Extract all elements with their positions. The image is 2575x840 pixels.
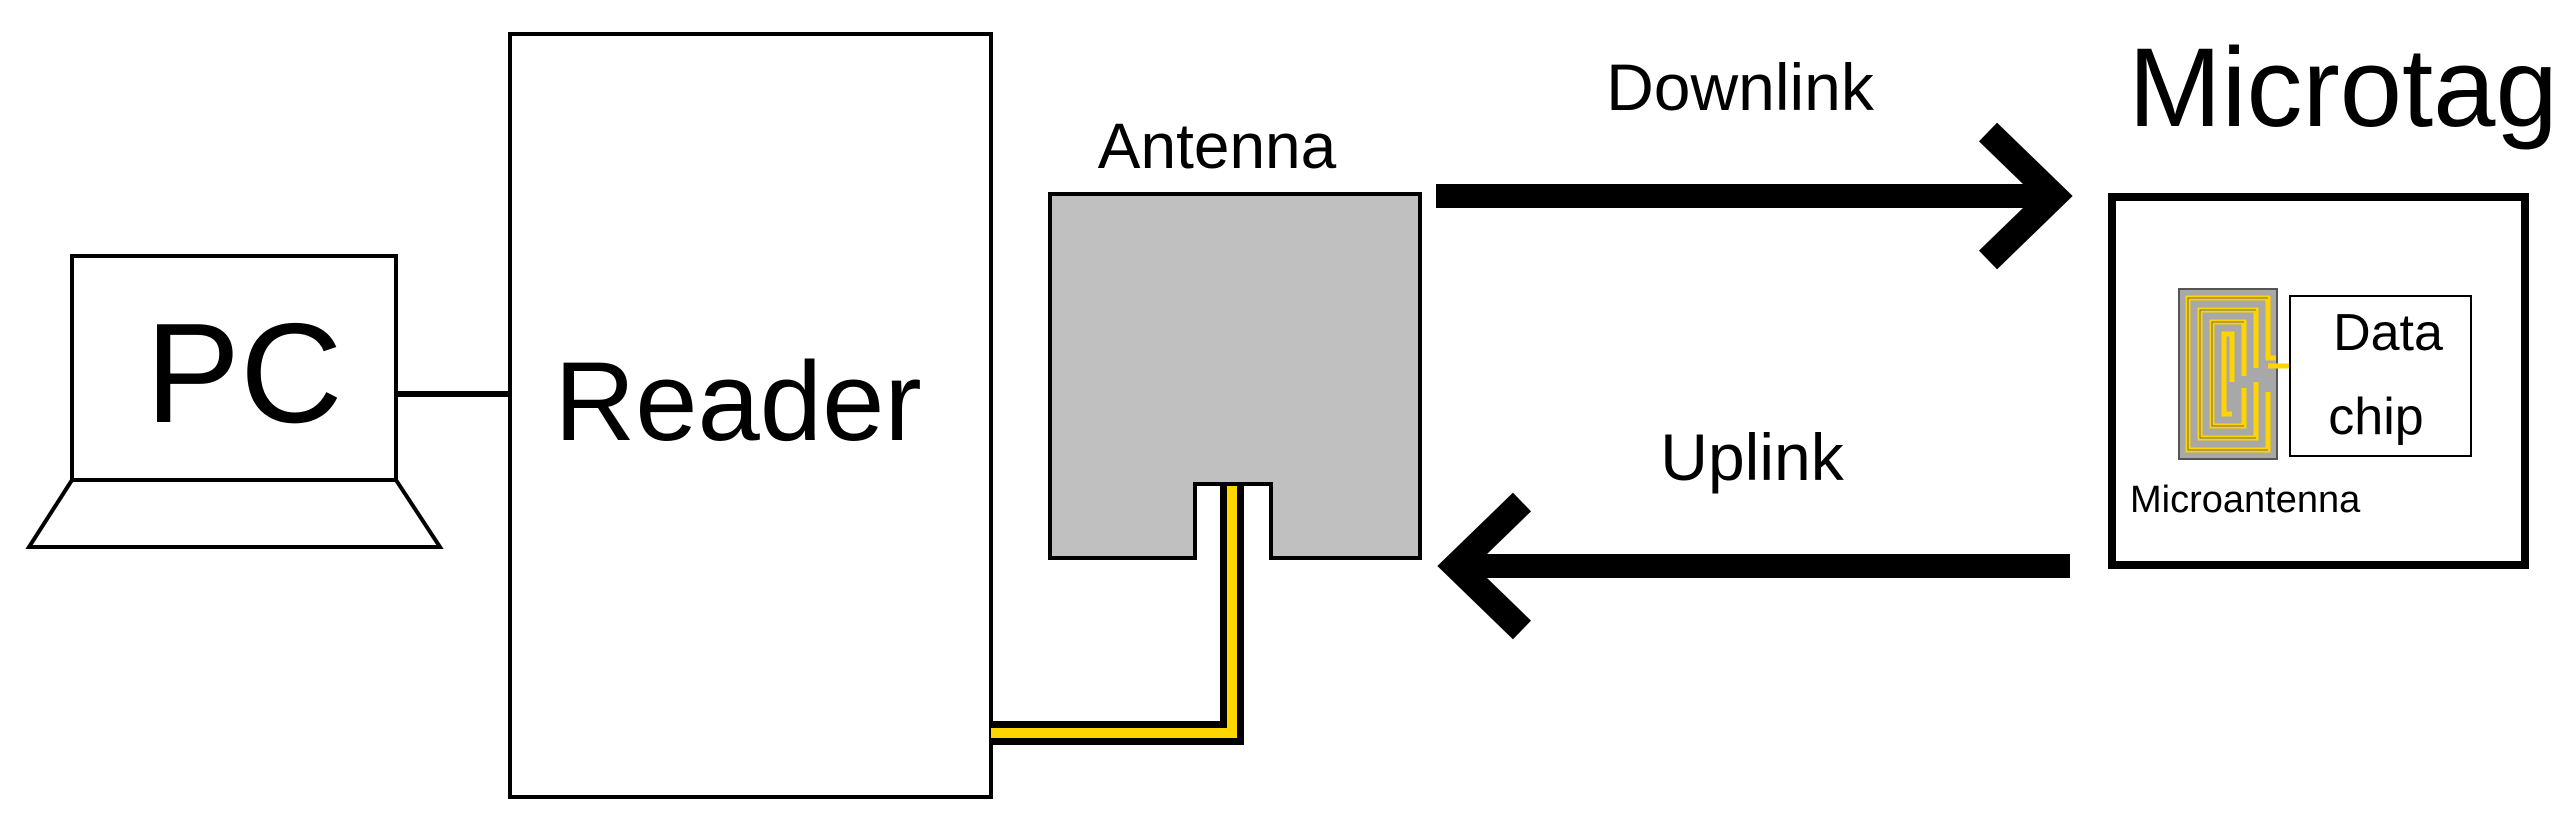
uplink-arrow: Uplink bbox=[1437, 420, 2070, 640]
antenna-body bbox=[1048, 192, 1422, 560]
reader-label: Reader bbox=[554, 339, 921, 464]
downlink-arrowhead bbox=[1978, 122, 2073, 270]
downlink-arrow: Downlink bbox=[1436, 50, 2073, 270]
uplink-label: Uplink bbox=[1660, 420, 1844, 494]
microtag-label: Microtag bbox=[2128, 25, 2557, 150]
microantenna: Microantenna bbox=[2130, 288, 2361, 521]
data-chip-box bbox=[2289, 295, 2472, 457]
microtag: Microtag Microantenna Data chip bbox=[2108, 25, 2558, 569]
data-chip: Data chip bbox=[2289, 295, 2472, 457]
downlink-label: Downlink bbox=[1606, 50, 1875, 124]
pc-label: PC bbox=[145, 294, 342, 453]
microantenna-substrate bbox=[2178, 288, 2278, 460]
antenna-label: Antenna bbox=[1098, 110, 1337, 182]
pc-keyboard-base bbox=[25, 478, 444, 549]
data-chip-line1: Data bbox=[2333, 304, 2443, 362]
microantenna-coil-edges bbox=[2187, 297, 2268, 451]
antenna: Antenna bbox=[1048, 110, 1422, 560]
reader-outline bbox=[508, 32, 993, 799]
pc-screen bbox=[70, 254, 398, 482]
data-chip-line2: chip bbox=[2328, 388, 2423, 446]
coax-cable bbox=[991, 486, 1244, 745]
coax-inner bbox=[991, 486, 1237, 738]
reader-box: Reader bbox=[508, 32, 993, 799]
uplink-arrowhead bbox=[1437, 492, 1532, 640]
microantenna-label: Microantenna bbox=[2130, 479, 2361, 521]
pc-laptop: PC bbox=[25, 254, 444, 549]
